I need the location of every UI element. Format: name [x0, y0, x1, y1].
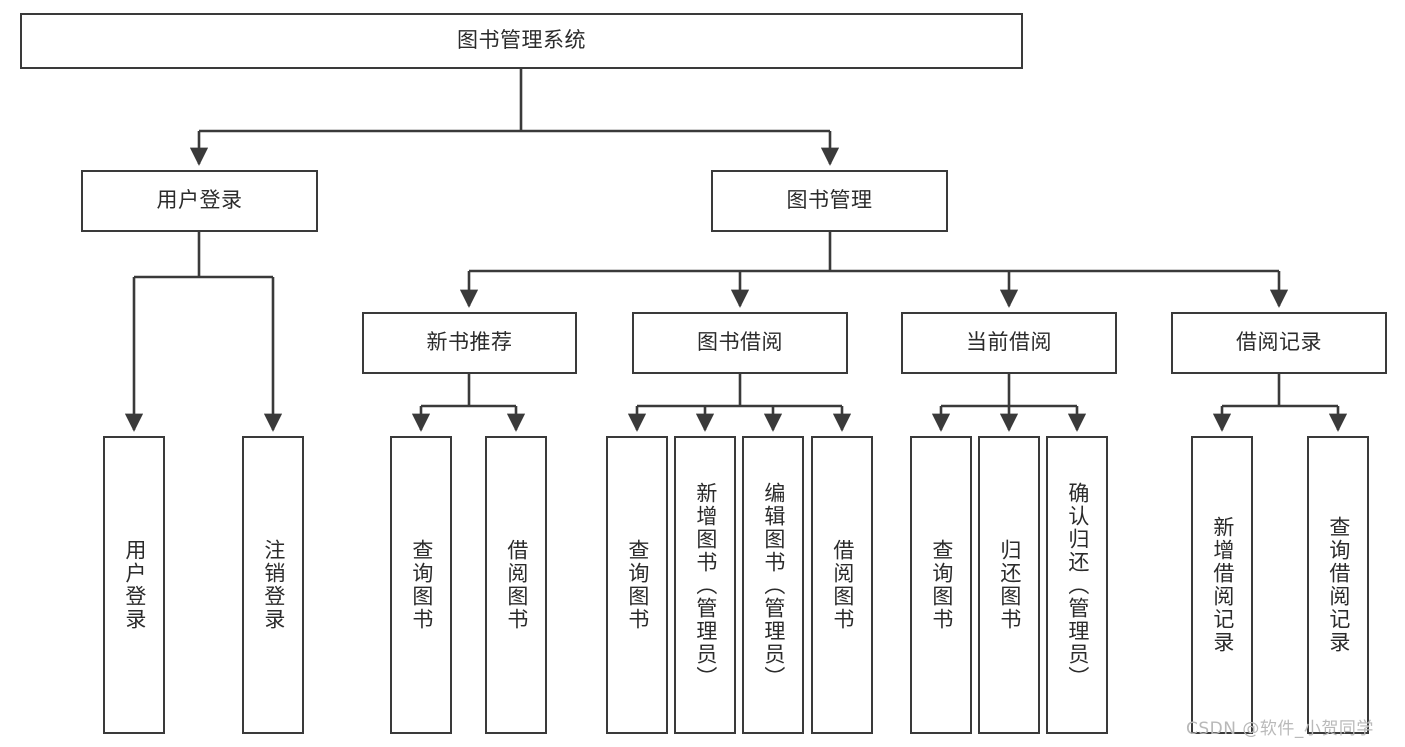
watermark: CSDN @软件_小贺同学 [1186, 719, 1374, 739]
node-root[interactable]: 图书管理系统 [20, 13, 1023, 69]
node-leaf-borrow-book-1-label: 借阅图书 [504, 539, 529, 631]
node-current-borrow[interactable]: 当前借阅 [901, 312, 1117, 374]
node-leaf-confirm-return-label: 确认归还（管理员） [1065, 481, 1090, 689]
node-leaf-edit-book-label: 编辑图书（管理员） [761, 481, 786, 689]
node-leaf-add-record[interactable]: 新增借阅记录 [1191, 436, 1253, 734]
node-book-borrow-label: 图书借阅 [697, 330, 783, 355]
node-new-book-recommend-label: 新书推荐 [426, 330, 513, 355]
node-user-login-label: 用户登录 [156, 188, 243, 213]
node-book-manage[interactable]: 图书管理 [711, 170, 948, 232]
node-leaf-return-book-label: 归还图书 [997, 539, 1022, 631]
node-user-login[interactable]: 用户登录 [81, 170, 318, 232]
node-borrow-record[interactable]: 借阅记录 [1171, 312, 1387, 374]
node-leaf-user-login-label: 用户登录 [122, 539, 147, 631]
node-leaf-add-book-label: 新增图书（管理员） [693, 481, 718, 689]
node-book-borrow[interactable]: 图书借阅 [632, 312, 848, 374]
node-current-borrow-label: 当前借阅 [966, 330, 1052, 355]
node-leaf-borrow-book-1[interactable]: 借阅图书 [485, 436, 547, 734]
node-new-book-recommend[interactable]: 新书推荐 [362, 312, 577, 374]
node-leaf-borrow-book-2-label: 借阅图书 [830, 539, 855, 631]
node-leaf-user-login[interactable]: 用户登录 [103, 436, 165, 734]
node-leaf-query-book-1-label: 查询图书 [409, 539, 434, 631]
node-leaf-edit-book[interactable]: 编辑图书（管理员） [742, 436, 804, 734]
node-leaf-user-logout[interactable]: 注销登录 [242, 436, 304, 734]
node-leaf-query-book-1[interactable]: 查询图书 [390, 436, 452, 734]
node-leaf-query-book-2[interactable]: 查询图书 [606, 436, 668, 734]
node-leaf-query-book-3-label: 查询图书 [929, 539, 954, 631]
node-leaf-query-book-2-label: 查询图书 [625, 539, 650, 631]
node-leaf-confirm-return[interactable]: 确认归还（管理员） [1046, 436, 1108, 734]
node-leaf-query-record[interactable]: 查询借阅记录 [1307, 436, 1369, 734]
node-leaf-query-record-label: 查询借阅记录 [1326, 516, 1351, 654]
node-root-label: 图书管理系统 [457, 28, 586, 53]
node-leaf-return-book[interactable]: 归还图书 [978, 436, 1040, 734]
node-book-manage-label: 图书管理 [786, 188, 873, 213]
node-leaf-borrow-book-2[interactable]: 借阅图书 [811, 436, 873, 734]
node-leaf-user-logout-label: 注销登录 [261, 539, 286, 631]
node-leaf-add-record-label: 新增借阅记录 [1210, 516, 1235, 654]
node-leaf-query-book-3[interactable]: 查询图书 [910, 436, 972, 734]
node-borrow-record-label: 借阅记录 [1236, 330, 1322, 355]
node-leaf-add-book[interactable]: 新增图书（管理员） [674, 436, 736, 734]
